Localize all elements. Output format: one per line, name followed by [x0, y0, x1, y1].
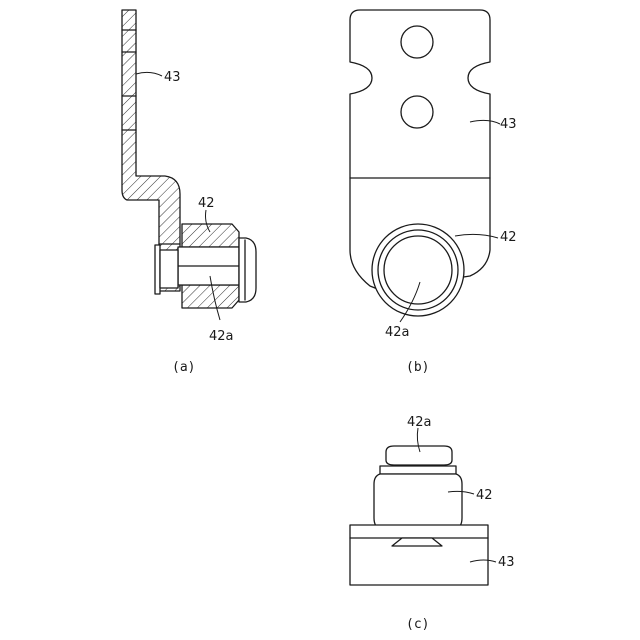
shaft-left-head: [160, 250, 178, 288]
roller-top-step: [380, 466, 456, 474]
figure-b: 43 42 42a (b): [350, 10, 517, 375]
label-42: 42: [476, 488, 493, 503]
figure-c: 42a 42 43 (c): [350, 415, 515, 632]
label-42: 42: [500, 230, 517, 245]
roller-42-body: [374, 474, 462, 530]
caption-b: (b): [406, 360, 429, 375]
label-42a: 42a: [407, 415, 432, 430]
shaft-left-flange: [155, 245, 160, 294]
shaft-42a: [384, 236, 452, 304]
figure-a: 43 42 42a (a): [122, 10, 256, 375]
caption-c: (c): [406, 617, 429, 632]
bottom-flange: [392, 538, 442, 546]
roller-42-lower-section: [182, 285, 239, 308]
upper-hole: [401, 26, 433, 58]
label-42: 42: [198, 196, 215, 211]
label-43: 43: [500, 117, 517, 132]
label-43: 43: [164, 70, 181, 85]
bracket-43-block: [350, 525, 488, 585]
shaft-right-cap: [239, 238, 256, 302]
caption-a: (a): [172, 360, 195, 375]
label-42a: 42a: [209, 329, 234, 344]
roller-42-upper-section: [182, 224, 239, 247]
label-43: 43: [498, 555, 515, 570]
lower-hole: [401, 96, 433, 128]
label-42a: 42a: [385, 325, 410, 340]
